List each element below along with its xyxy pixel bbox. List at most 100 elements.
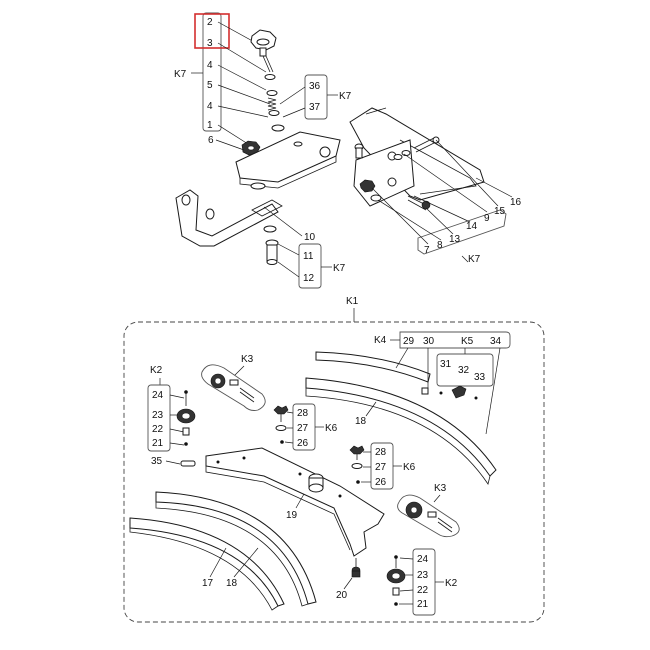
washer-part	[370, 194, 382, 202]
l-bracket-part	[175, 189, 283, 247]
washer-part	[266, 90, 278, 96]
bottom-assembly: K1 K4 29 30 K5 34 31 32 33 18 K2	[123, 296, 545, 623]
rail-18-upper-part	[305, 377, 497, 477]
kit-k3-left: K3	[241, 354, 254, 365]
label-27-lower: 27	[375, 462, 387, 473]
spring-part	[267, 97, 277, 111]
label-30: 30	[423, 336, 435, 347]
k2-left-box	[147, 384, 171, 452]
washer-part	[250, 182, 266, 190]
bearing-k2-right-part	[386, 555, 406, 606]
wing-bolt-upper-part	[273, 405, 289, 444]
label-1: 1	[207, 120, 213, 131]
knob-part	[250, 29, 277, 73]
label-3: 3	[207, 38, 213, 49]
label-8: 8	[437, 240, 443, 251]
bolt-part	[354, 143, 364, 159]
label-34: 34	[490, 336, 502, 347]
strip-29-part	[315, 351, 431, 383]
k7-box-11-12	[298, 243, 322, 289]
label-17: 17	[202, 578, 214, 589]
bracket-plate-part	[235, 131, 341, 189]
washer-part	[268, 110, 280, 116]
label-12: 12	[303, 273, 315, 284]
label-10: 10	[304, 232, 316, 243]
label-14: 14	[466, 221, 478, 232]
label-31: 31	[440, 359, 452, 370]
k1-dashed-boundary	[123, 321, 545, 623]
screw-33-part	[474, 396, 478, 400]
kit-k7-right-box: K7	[339, 91, 352, 102]
label-33: 33	[474, 372, 486, 383]
label-28-upper: 28	[297, 408, 309, 419]
frame-19-part	[205, 447, 385, 557]
k3-left-oval	[201, 364, 266, 411]
screw-part	[407, 195, 431, 211]
label-7: 7	[424, 245, 430, 256]
kit-k2-right: K2	[445, 578, 458, 589]
bolt-20-part	[351, 558, 361, 578]
label-18-lower: 18	[226, 578, 238, 589]
label-36: 36	[309, 81, 321, 92]
kit-k7-left: K7	[174, 69, 187, 80]
label-24-right: 24	[417, 554, 429, 565]
label-15: 15	[494, 206, 506, 217]
kit-k3-right: K3	[434, 483, 447, 494]
label-23-right: 23	[417, 570, 429, 581]
label-29: 29	[403, 336, 415, 347]
kit-k7-bottom-box: K7	[333, 263, 346, 274]
kit-k5: K5	[461, 336, 474, 347]
kit-k7-right: K7	[468, 254, 481, 265]
label-37: 37	[309, 102, 321, 113]
label-11: 11	[303, 251, 314, 262]
label-22-left: 22	[152, 424, 164, 435]
label-13: 13	[449, 234, 461, 245]
label-18-upper: 18	[355, 416, 367, 427]
nut-part	[359, 179, 376, 193]
label-19: 19	[286, 510, 298, 521]
clip-30-part	[421, 387, 429, 395]
nut-part	[241, 140, 261, 156]
washer-part	[263, 225, 277, 233]
kit-k1: K1	[346, 296, 359, 307]
bearing-k2-left-part	[176, 390, 196, 446]
label-9: 9	[484, 213, 490, 224]
k7-box-36-37	[304, 74, 328, 120]
label-21-left: 21	[152, 438, 164, 449]
washer-part	[271, 124, 285, 132]
kit-k6-lower: K6	[403, 462, 416, 473]
label-5: 5	[207, 80, 213, 91]
label-column-box	[202, 12, 222, 132]
label-32: 32	[458, 365, 470, 376]
clip-32-part	[451, 385, 467, 399]
kit-k4: K4	[374, 335, 387, 346]
label-26-lower: 26	[375, 477, 387, 488]
bearing-k3-left-part	[210, 373, 255, 403]
label-35: 35	[151, 456, 163, 467]
label-24-left: 24	[152, 390, 164, 401]
screw-31-part	[439, 391, 443, 395]
label-bracket-box	[417, 209, 507, 255]
label-2: 2	[207, 17, 213, 28]
top-left-assembly: 2 3 4 5 4 1 K7 36 37 K7	[174, 12, 352, 289]
label-6: 6	[208, 135, 214, 146]
label-22-right: 22	[417, 585, 429, 596]
kit-k2-left: K2	[150, 365, 163, 376]
label-27-upper: 27	[297, 423, 309, 434]
pin-35-part	[180, 460, 196, 467]
label-4b: 4	[207, 101, 213, 112]
label-16: 16	[510, 197, 522, 208]
top-right-assembly: 7 8 13 14 9 15 16 K7	[349, 107, 522, 265]
label-28-lower: 28	[375, 447, 387, 458]
pin-part	[265, 239, 279, 265]
label-20: 20	[336, 590, 348, 601]
label-23-left: 23	[152, 410, 164, 421]
kit-k6-upper: K6	[325, 423, 338, 434]
wing-bolt-lower-part	[349, 445, 365, 484]
label-4a: 4	[207, 60, 213, 71]
label-21-right: 21	[417, 599, 429, 610]
highlight-box[interactable]	[194, 13, 230, 49]
label-26-upper: 26	[297, 438, 309, 449]
bearing-k3-right-part	[405, 501, 453, 533]
